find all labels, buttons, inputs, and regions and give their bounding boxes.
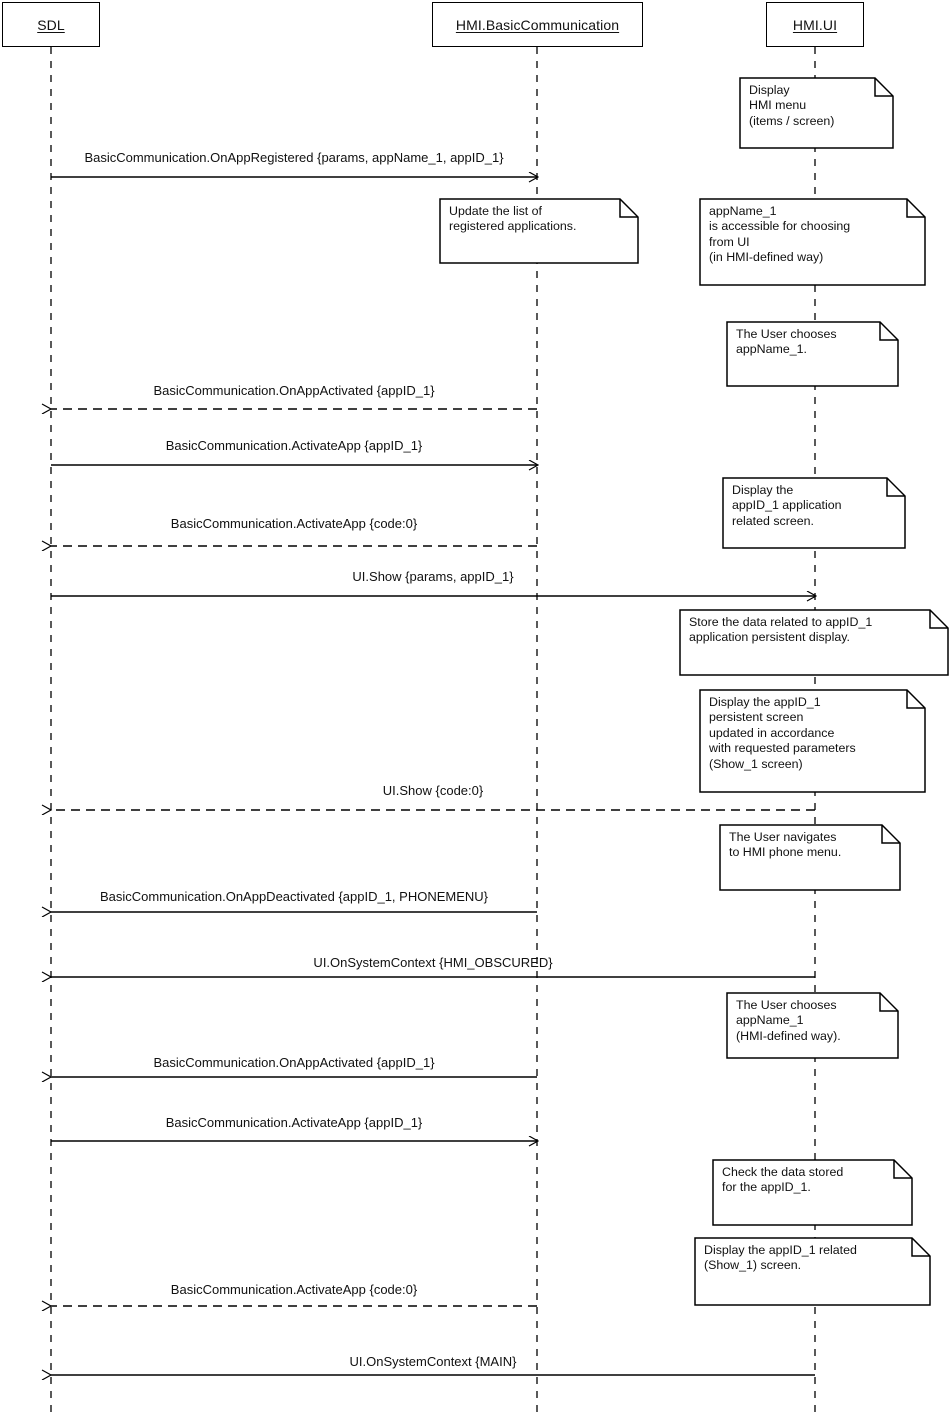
- message-label-m12: UI.OnSystemContext {MAIN}: [349, 1354, 517, 1369]
- note-n7: Display the appID_1 persistent screen up…: [700, 690, 925, 792]
- note-text: The User chooses appName_1.: [736, 327, 837, 357]
- note-n9: The User chooses appName_1 (HMI-defined …: [727, 993, 898, 1058]
- message-label-m1: BasicCommunication.OnAppRegistered {para…: [84, 150, 504, 165]
- note-n2: Update the list of registered applicatio…: [440, 199, 638, 263]
- message-label-m8: UI.OnSystemContext {HMI_OBSCURED}: [313, 955, 553, 970]
- note-text: Display the appID_1 persistent screen up…: [709, 695, 856, 771]
- message-label-m6: UI.Show {code:0}: [382, 783, 484, 798]
- note-text: Display HMI menu (items / screen): [749, 83, 835, 128]
- note-text: The User navigates to HMI phone menu.: [729, 830, 842, 860]
- participant-label: HMI.BasicCommunication: [455, 16, 620, 33]
- participant-label: HMI.UI: [792, 16, 838, 33]
- participant-hmi-basiccommunication[interactable]: HMI.BasicCommunication: [432, 2, 643, 47]
- note-n11: Display the appID_1 related (Show_1) scr…: [695, 1238, 930, 1305]
- note-text: Display the appID_1 related (Show_1) scr…: [704, 1243, 857, 1273]
- note-n1: Display HMI menu (items / screen): [740, 78, 893, 148]
- message-label-m9: BasicCommunication.OnAppActivated {appID…: [153, 1055, 435, 1070]
- note-text: Update the list of registered applicatio…: [449, 204, 577, 234]
- note-n5: Display the appID_1 application related …: [723, 478, 905, 548]
- participant-sdl[interactable]: SDL: [2, 2, 100, 47]
- note-text: appName_1 is accessible for choosing fro…: [709, 204, 851, 265]
- note-n8: The User navigates to HMI phone menu.: [720, 825, 900, 890]
- message-label-m4: BasicCommunication.ActivateApp {code:0}: [170, 516, 418, 531]
- message-label-m11: BasicCommunication.ActivateApp {code:0}: [170, 1282, 418, 1297]
- note-text: Display the appID_1 application related …: [732, 483, 842, 528]
- message-label-m5: UI.Show {params, appID_1}: [352, 569, 514, 584]
- note-text: The User chooses appName_1 (HMI-defined …: [736, 998, 841, 1043]
- message-label-m3: BasicCommunication.ActivateApp {appID_1}: [165, 438, 423, 453]
- message-label-m10: BasicCommunication.ActivateApp {appID_1}: [165, 1115, 423, 1130]
- participant-label: SDL: [37, 16, 65, 33]
- note-n4: The User chooses appName_1.: [727, 322, 898, 386]
- participant-hmi-ui[interactable]: HMI.UI: [766, 2, 864, 47]
- message-label-m7: BasicCommunication.OnAppDeactivated {app…: [99, 889, 489, 904]
- note-n6: Store the data related to appID_1 applic…: [680, 610, 948, 675]
- note-n10: Check the data stored for the appID_1.: [713, 1160, 912, 1225]
- note-text: Check the data stored for the appID_1.: [722, 1165, 844, 1195]
- note-text: Store the data related to appID_1 applic…: [689, 615, 873, 645]
- message-label-m2: BasicCommunication.OnAppActivated {appID…: [153, 383, 435, 398]
- note-n3: appName_1 is accessible for choosing fro…: [700, 199, 925, 285]
